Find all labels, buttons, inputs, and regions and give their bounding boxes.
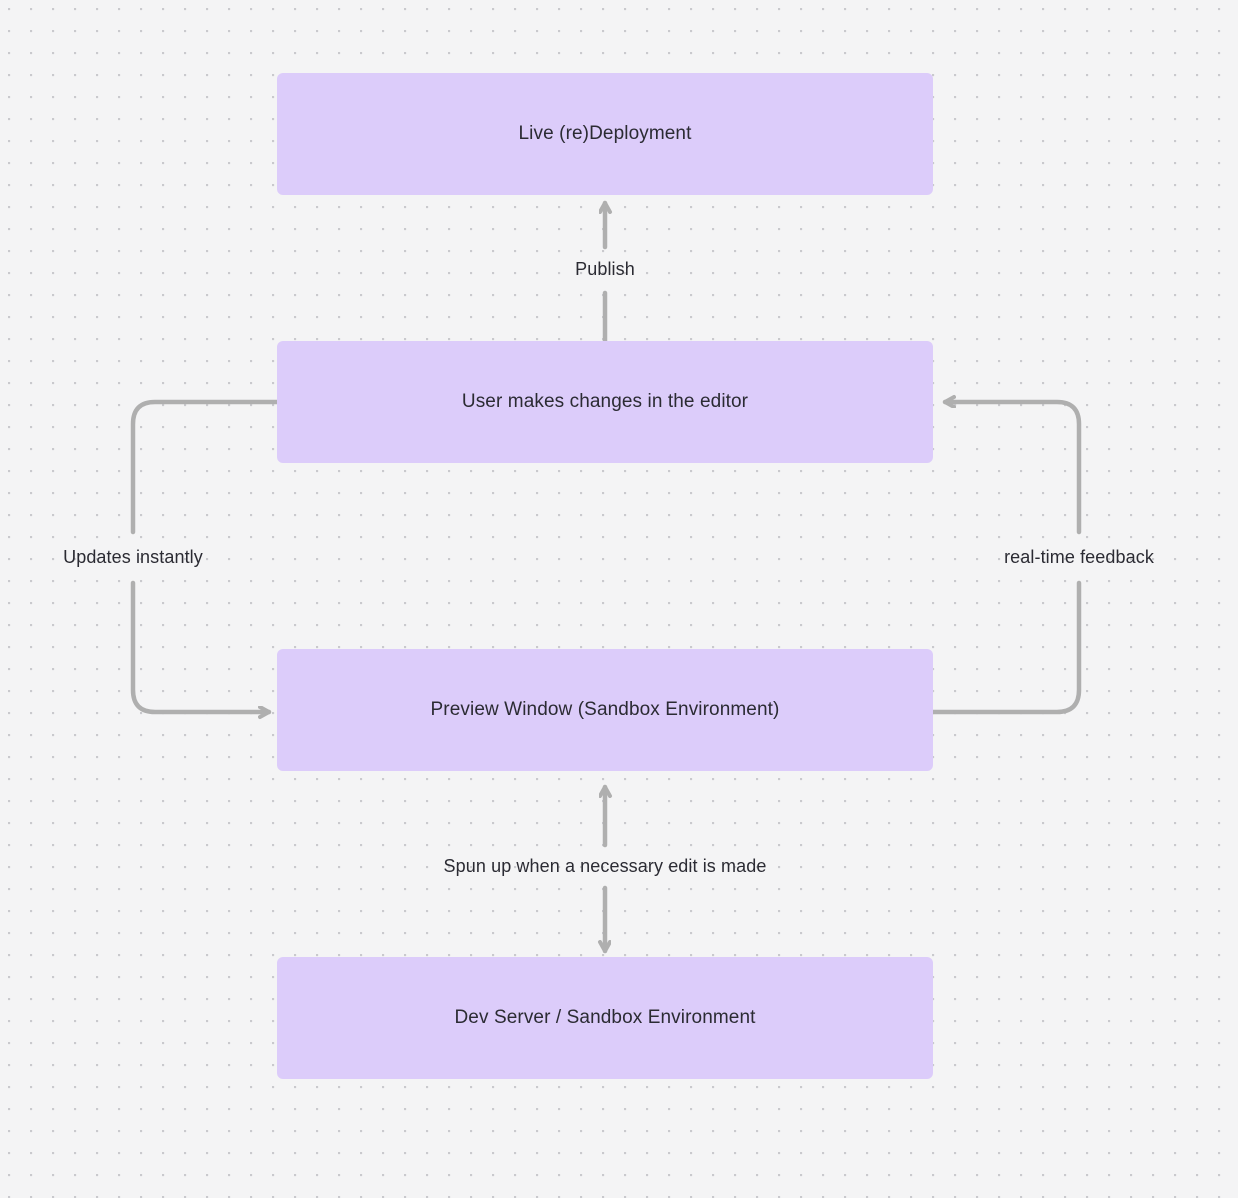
edge-label-spun-up: Spun up when a necessary edit is made [443, 856, 767, 876]
node-live-deployment[interactable]: Live (re)Deployment [277, 73, 933, 195]
node-dev-server-label: Dev Server / Sandbox Environment [454, 1006, 756, 1028]
edge-label-real-time-feedback: real-time feedback [1004, 547, 1154, 567]
node-dev-server[interactable]: Dev Server / Sandbox Environment [277, 957, 933, 1079]
edge-label-updates-instantly: Updates instantly [63, 547, 203, 567]
node-live-deployment-label: Live (re)Deployment [518, 122, 692, 144]
node-preview-window-label: Preview Window (Sandbox Environment) [430, 698, 780, 720]
node-preview-window[interactable]: Preview Window (Sandbox Environment) [277, 649, 933, 771]
edge-label-publish: Publish [575, 259, 635, 279]
node-user-edits[interactable]: User makes changes in the editor [277, 341, 933, 463]
node-user-edits-label: User makes changes in the editor [461, 390, 749, 412]
